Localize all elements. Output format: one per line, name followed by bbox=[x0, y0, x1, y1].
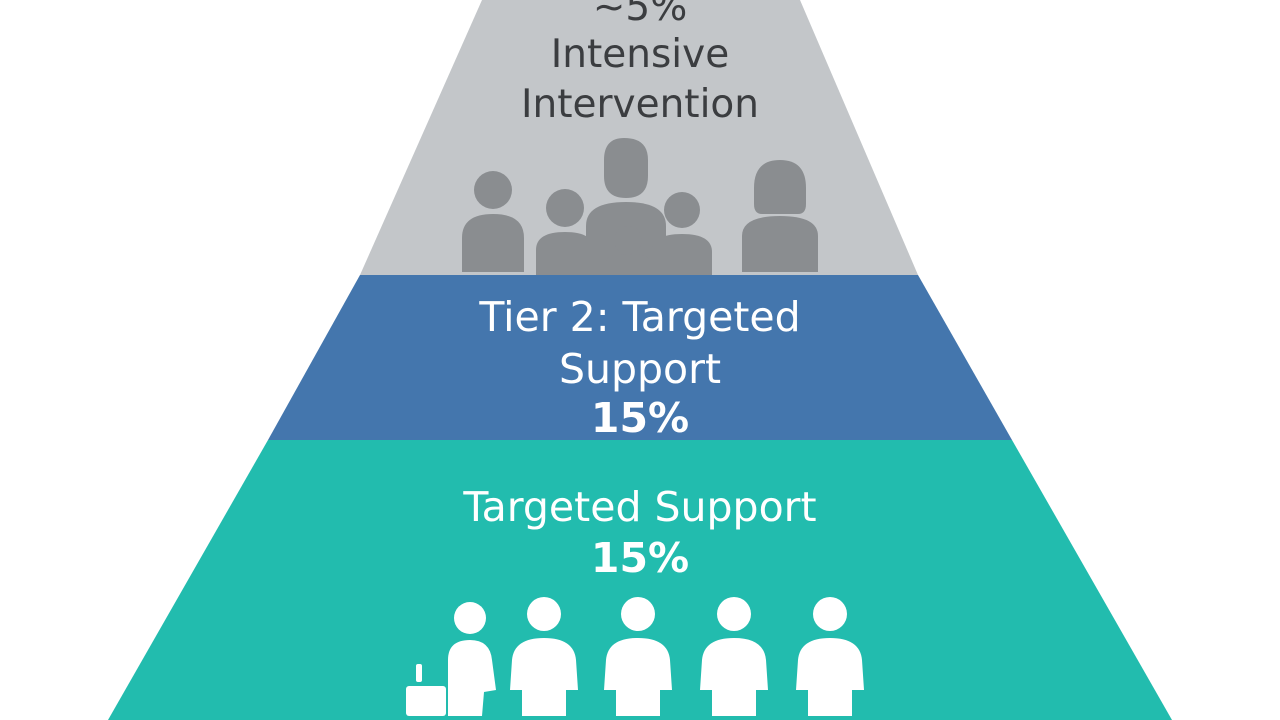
tier2-title-line1: Tier 2: Targeted bbox=[479, 293, 801, 341]
tier3-title-line2: Intervention bbox=[520, 82, 760, 127]
students-row-icon bbox=[406, 597, 864, 716]
tier3-title-line1: Intensive bbox=[550, 32, 730, 77]
tier1-percent: 15% bbox=[590, 534, 690, 582]
tier1-title: Targeted Support bbox=[463, 483, 817, 531]
group-of-people-icon bbox=[462, 138, 818, 275]
tier2-percent: 15% bbox=[590, 394, 690, 442]
tier1-section bbox=[108, 440, 1172, 720]
tier3-percent: ~5% bbox=[592, 0, 688, 30]
tier2-section bbox=[268, 275, 1012, 440]
tier2-title-line2: Support bbox=[558, 345, 722, 393]
